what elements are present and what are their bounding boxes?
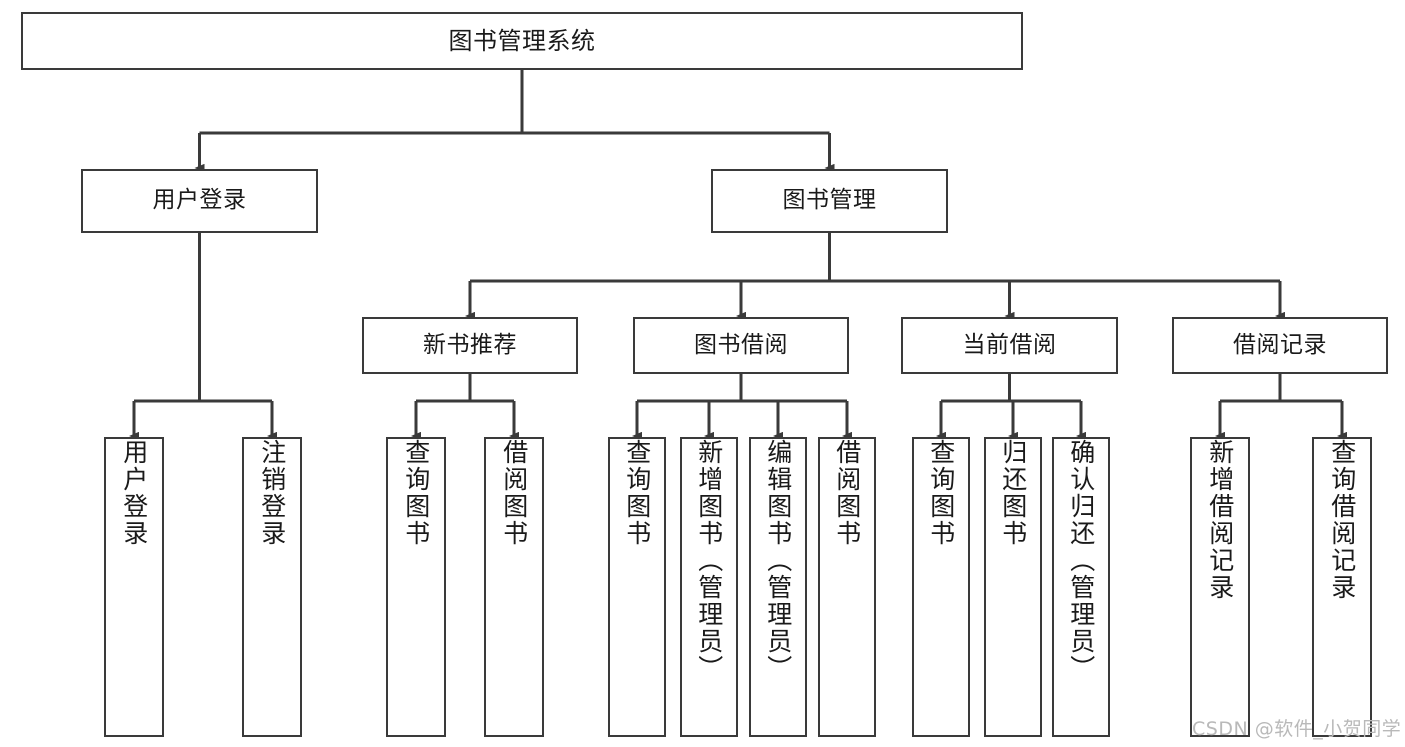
leaf-user-login[interactable]: 用户登录 — [104, 437, 164, 737]
node-root[interactable]: 图书管理系统 — [21, 12, 1023, 70]
leaf-add-book[interactable]: 新增图书（管理员） — [680, 437, 738, 737]
node-new-book-recommend-label: 新书推荐 — [423, 331, 517, 358]
leaf-add-borrow-record-label: 新增借阅记录 — [1205, 439, 1235, 601]
node-book-management[interactable]: 图书管理 — [711, 169, 948, 233]
node-book-borrow[interactable]: 图书借阅 — [633, 317, 849, 374]
leaf-query-borrow-record[interactable]: 查询借阅记录 — [1312, 437, 1372, 737]
leaf-query-book-current-label: 查询图书 — [926, 439, 956, 547]
node-user-login[interactable]: 用户登录 — [81, 169, 318, 233]
node-book-borrow-label: 图书借阅 — [694, 331, 788, 358]
leaf-confirm-return-label: 确认归还（管理员） — [1066, 439, 1096, 682]
node-current-borrow-label: 当前借阅 — [962, 331, 1057, 358]
leaf-edit-book[interactable]: 编辑图书（管理员） — [749, 437, 807, 737]
leaf-query-book-borrow[interactable]: 查询图书 — [608, 437, 666, 737]
leaf-query-book-current[interactable]: 查询图书 — [912, 437, 970, 737]
leaf-borrow-book-recommend[interactable]: 借阅图书 — [484, 437, 544, 737]
leaf-borrow-book-label: 借阅图书 — [832, 439, 862, 547]
leaf-user-login-label: 用户登录 — [119, 439, 149, 547]
node-root-label: 图书管理系统 — [448, 26, 596, 55]
leaf-query-book-borrow-label: 查询图书 — [622, 439, 652, 547]
leaf-query-book-recommend[interactable]: 查询图书 — [386, 437, 446, 737]
leaf-add-book-label: 新增图书（管理员） — [694, 439, 724, 682]
csdn-watermark: CSDN @软件_小贺同学 — [1192, 718, 1402, 740]
node-user-login-label: 用户登录 — [152, 187, 247, 214]
node-new-book-recommend[interactable]: 新书推荐 — [362, 317, 578, 374]
leaf-logout-label: 注销登录 — [257, 439, 287, 547]
leaf-edit-book-label: 编辑图书（管理员） — [763, 439, 793, 682]
leaf-add-borrow-record[interactable]: 新增借阅记录 — [1190, 437, 1250, 737]
leaf-borrow-book[interactable]: 借阅图书 — [818, 437, 876, 737]
leaf-logout[interactable]: 注销登录 — [242, 437, 302, 737]
leaf-query-borrow-record-label: 查询借阅记录 — [1327, 439, 1357, 601]
leaf-return-book-label: 归还图书 — [998, 439, 1028, 547]
leaf-borrow-book-recommend-label: 借阅图书 — [499, 439, 529, 547]
leaf-query-book-recommend-label: 查询图书 — [401, 439, 431, 547]
leaf-confirm-return[interactable]: 确认归还（管理员） — [1052, 437, 1110, 737]
leaf-return-book[interactable]: 归还图书 — [984, 437, 1042, 737]
node-current-borrow[interactable]: 当前借阅 — [901, 317, 1118, 374]
node-book-management-label: 图书管理 — [782, 187, 877, 214]
node-borrow-record-label: 借阅记录 — [1233, 331, 1327, 358]
node-borrow-record[interactable]: 借阅记录 — [1172, 317, 1388, 374]
